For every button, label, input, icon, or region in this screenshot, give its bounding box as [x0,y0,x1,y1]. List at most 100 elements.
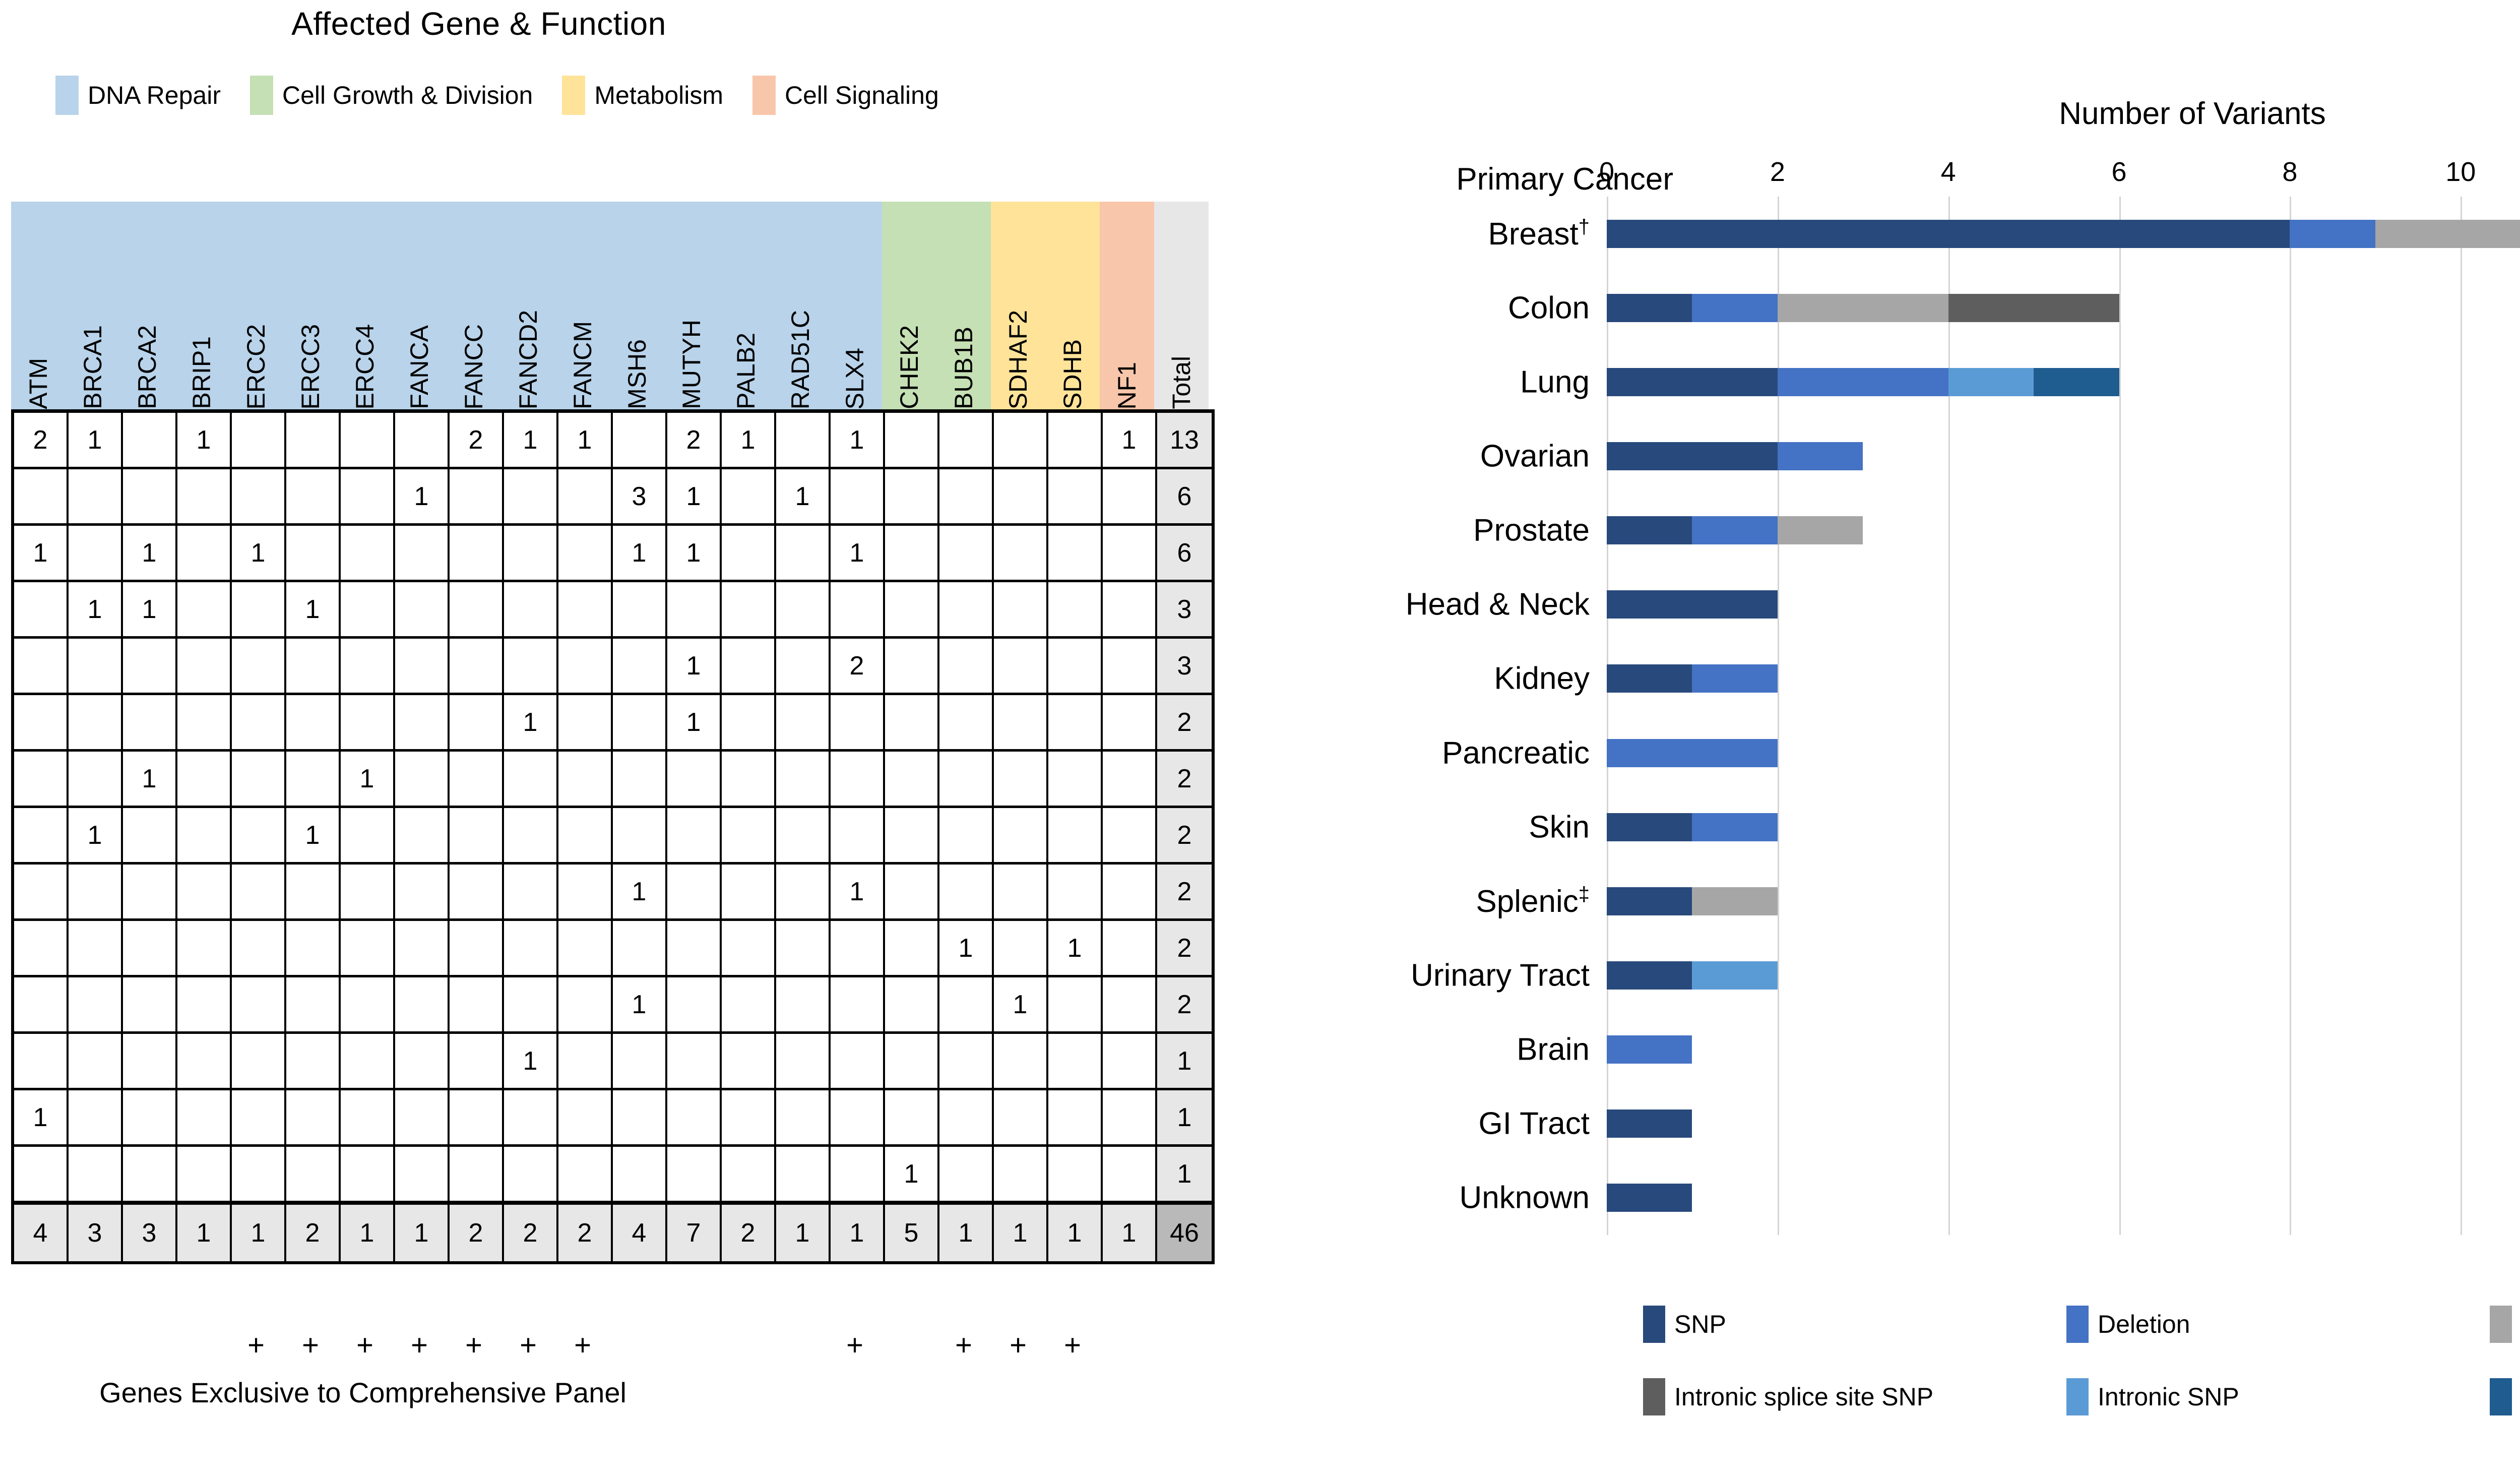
matrix-cell [1103,921,1157,977]
matrix-cell [450,977,504,1034]
matrix-cell [69,921,123,977]
matrix-cell [1048,695,1103,752]
matrix-cell [613,695,667,752]
exclusive-marker-fanca: + [411,1329,428,1362]
matrix-cell [558,865,613,921]
column-total-cell: 7 [667,1205,722,1261]
gene-header-label: BUB1B [950,327,978,409]
row-total-cell: 2 [1157,865,1212,921]
matrix-cell [14,808,69,865]
gene-header-fancc: FANCC [447,202,501,409]
matrix-cell [558,695,613,752]
bar-segment-deletion [1692,664,1778,693]
bar-category-label: Prostate [1473,513,1590,548]
matrix-cell [722,752,776,808]
matrix-cell [613,1034,667,1090]
bar-segment-insertion [1692,887,1778,915]
matrix-cell [232,582,286,639]
matrix-cell [1048,1034,1103,1090]
column-total-cell: 1 [776,1205,831,1261]
matrix-cell [395,865,450,921]
bar-category-label: Lung [1520,364,1590,400]
matrix-cell: 1 [123,582,177,639]
bar-segment-deletion [1607,738,1778,767]
matrix-cell [885,1034,939,1090]
matrix-cell [177,695,232,752]
bar-row: Breast† [1488,216,2520,251]
matrix-cell [177,639,232,695]
matrix-cell [14,1147,69,1203]
matrix-cell [831,1090,885,1147]
column-total-cell: 1 [177,1205,232,1261]
y-axis-label: Primary Cancer [1456,162,1673,197]
matrix-cell [341,695,395,752]
gene-header-palb2: PALB2 [719,202,773,409]
bar-segment-snp [1607,961,1692,990]
bar-segment-deletion [1607,1035,1692,1064]
marker-spacer [610,1331,664,1360]
matrix-cell [831,977,885,1034]
row-total-cell: 6 [1157,526,1212,582]
row-total-cell: 1 [1157,1090,1212,1147]
matrix-cell [341,865,395,921]
bar-segment-deletion [2290,219,2375,248]
matrix-cell [232,469,286,526]
matrix-cell [504,808,558,865]
matrix-cell [939,469,994,526]
row-total-cell: 2 [1157,752,1212,808]
matrix-cell [994,921,1048,977]
bar-segment-deletion [1692,813,1778,841]
matrix-cell [286,695,341,752]
marker-spacer [1154,1331,1209,1360]
matrix-cell [1048,977,1103,1034]
matrix-cell [69,695,123,752]
bar-segment-deletion [1777,367,1948,396]
matrix-cell [558,526,613,582]
bar-row: Prostate [1473,513,2520,548]
marker-spacer [1100,1331,1154,1360]
matrix-cell [341,413,395,469]
matrix-cell: 1 [558,413,613,469]
bar-segment-insertion [1777,516,1863,545]
matrix-cell [667,1147,722,1203]
legend-swatch [2490,1306,2512,1343]
matrix-cell: 1 [341,752,395,808]
matrix-cell [1103,639,1157,695]
marker-spacer [120,1331,174,1360]
matrix-cell: 1 [69,582,123,639]
matrix-cell [14,921,69,977]
matrix-cell: 1 [667,469,722,526]
matrix-cell [722,1034,776,1090]
function-legend-label: Cell Signaling [785,81,939,109]
matrix-cell [1103,808,1157,865]
matrix-cell [939,1147,994,1203]
matrix-cell: 1 [286,808,341,865]
function-legend-item: Cell Signaling [752,76,939,115]
column-total-cell: 3 [123,1205,177,1261]
row-total-cell: 2 [1157,808,1212,865]
matrix-cell [994,695,1048,752]
matrix-cell [232,977,286,1034]
matrix-cell: 1 [613,526,667,582]
row-total-cell: 13 [1157,413,1212,469]
matrix-cell: 1 [504,1034,558,1090]
matrix-cell [177,752,232,808]
matrix-cell [450,1147,504,1203]
column-total-cell: 1 [1048,1205,1103,1261]
matrix-cell: 2 [667,413,722,469]
gene-header-brca1: BRCA1 [66,202,120,409]
matrix-cell [177,808,232,865]
bar-segment-snp [1607,664,1692,693]
column-total-cell: 2 [558,1205,613,1261]
matrix-cell [1048,582,1103,639]
matrix-cell [939,808,994,865]
legend-item-insertion: Insertion [2490,1306,2520,1343]
matrix-cell [286,865,341,921]
gene-header-label: FANCM [569,321,597,409]
matrix-cell [14,865,69,921]
matrix-cell [341,1147,395,1203]
